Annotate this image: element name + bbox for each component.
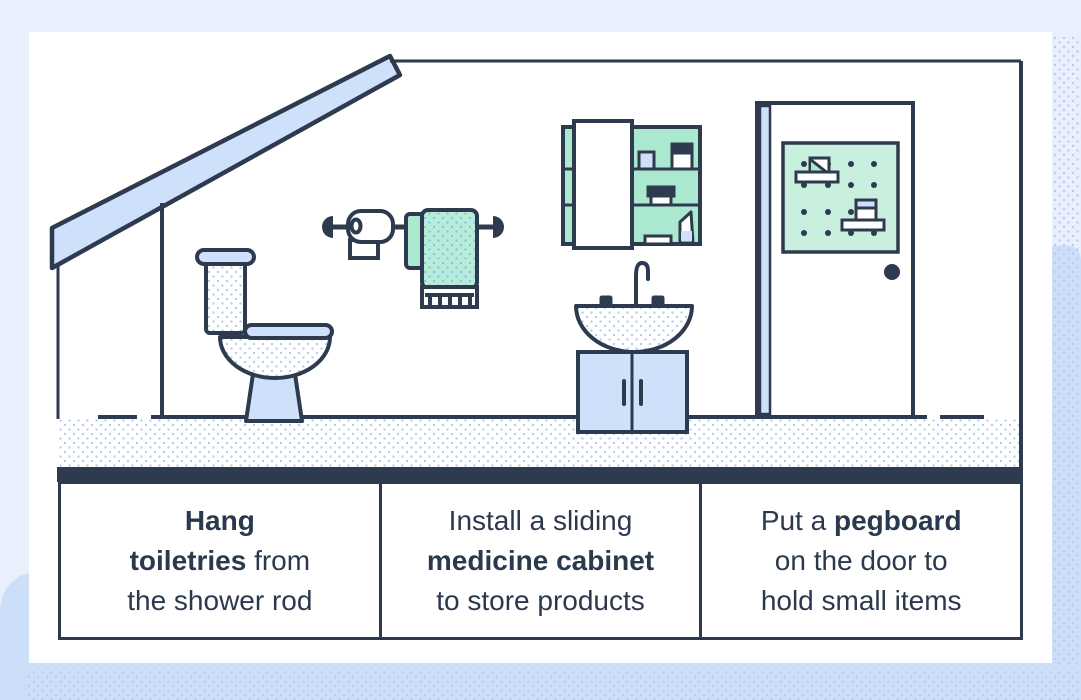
caption-text: on the door to (774, 544, 948, 576)
floor-slab (57, 467, 1023, 482)
floor-texture-band (59, 419, 1019, 467)
sink-basin (574, 304, 694, 354)
caption-text: hold small items (760, 584, 962, 616)
caption-cell-shower-rod: Hang toiletries from the shower rod (61, 484, 379, 637)
faucet (634, 260, 650, 308)
toilet-tank (204, 260, 247, 335)
caption-cell-medicine-cabinet: Install a sliding medicine cabinet to st… (378, 484, 700, 637)
caption-line: toiletries from (130, 541, 310, 581)
peg-hole (848, 161, 854, 167)
caption-line: the shower rod (127, 581, 312, 621)
pegboard-shelf-bottom (840, 218, 886, 232)
door-knob (884, 264, 900, 280)
bottle-tall-cap (670, 142, 694, 155)
tube-label (681, 231, 692, 241)
peg-hole (825, 209, 831, 215)
toilet-base (244, 372, 304, 423)
caption-text: from (246, 544, 311, 576)
caption-line: Hang (185, 501, 255, 541)
towel-fringe-tassels (425, 293, 474, 305)
door-edge-strip (758, 104, 772, 416)
shower-rod (322, 208, 504, 309)
jar-lid (646, 185, 676, 198)
peg-hole (801, 161, 807, 167)
sliding-mirror-door (572, 119, 634, 250)
pegboard (781, 141, 900, 254)
toilet-paper-core (349, 217, 363, 235)
caption-line: on the door to (775, 541, 948, 581)
caption-line: Put a pegboard (761, 501, 962, 541)
toilet-tank-lid (195, 248, 256, 266)
caption-line: hold small items (761, 581, 962, 621)
caption-text: Put a (760, 504, 834, 536)
toilet (195, 248, 334, 423)
medicine-cabinet (561, 119, 702, 250)
caption-row: Hang toiletries from the shower rod Inst… (58, 481, 1023, 640)
tray (643, 234, 673, 246)
caption-text: the shower rod (127, 584, 313, 616)
caption-cell-pegboard: Put a pegboard on the door to hold small… (699, 484, 1020, 637)
towel-front-panel (420, 208, 479, 290)
pegboard-item-box-lid (854, 198, 878, 210)
peg-hole (848, 209, 854, 215)
toilet-bowl (218, 335, 332, 380)
peg-hole (825, 230, 831, 236)
caption-text: Hang (184, 504, 255, 536)
roof-beam (49, 53, 403, 271)
caption-text: toiletries (129, 544, 247, 576)
rod-end-cap-left (322, 216, 333, 238)
pegboard-shelf-top (794, 170, 840, 184)
bottle-small (637, 150, 656, 171)
caption-line: Install a sliding (449, 501, 633, 541)
bathroom-door (755, 101, 915, 419)
peg-hole (801, 230, 807, 236)
peg-hole (871, 161, 877, 167)
caption-text: medicine cabinet (426, 544, 655, 576)
peg-hole (801, 209, 807, 215)
toilet-seat (243, 323, 334, 340)
caption-text: to store products (436, 584, 645, 616)
caption-line: medicine cabinet (427, 541, 654, 581)
background-dot-texture-right (1054, 36, 1081, 664)
background-dot-texture-bottom (26, 668, 1081, 700)
peg-hole (871, 182, 877, 188)
caption-text: pegboard (833, 504, 962, 536)
peg-hole (848, 182, 854, 188)
rod-end-cap-right (493, 216, 504, 238)
caption-line: to store products (436, 581, 645, 621)
sink (574, 260, 694, 434)
caption-text: Install a sliding (448, 504, 633, 536)
